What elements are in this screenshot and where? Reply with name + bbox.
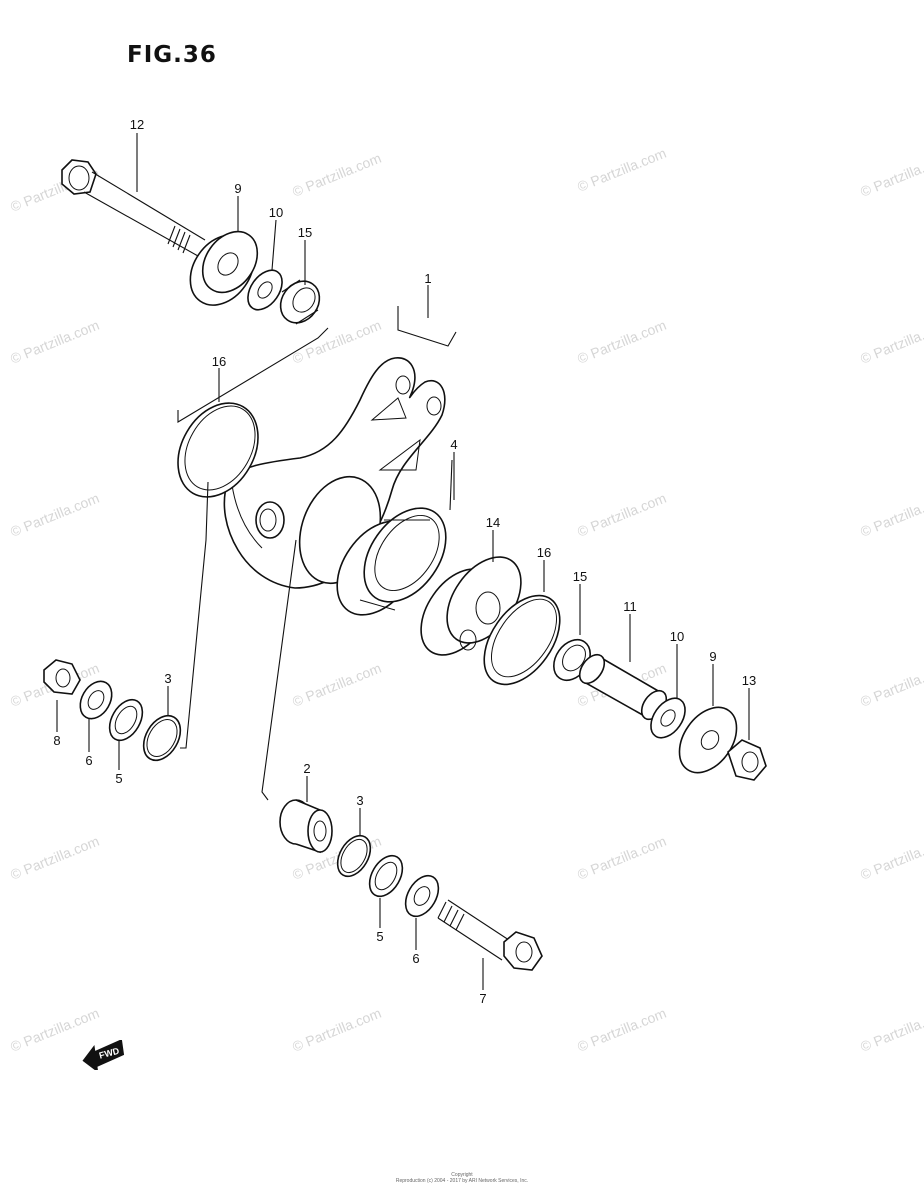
part-label: 14: [486, 515, 500, 530]
part-label: 1: [424, 271, 431, 286]
part-label: 8: [53, 733, 60, 748]
copyright-notice: Copyright Reproduction (c) 2004 - 2017 b…: [0, 1172, 924, 1184]
part-label: 5: [376, 929, 383, 944]
part-label: 6: [85, 753, 92, 768]
part-label: 6: [412, 951, 419, 966]
part-label: 10: [670, 629, 684, 644]
figure-title: FIG.36: [127, 42, 217, 68]
part-label: 4: [450, 437, 457, 452]
part-label: 9: [709, 649, 716, 664]
part-label: 15: [573, 569, 587, 584]
assembly-guide-lines: [177, 306, 457, 801]
washer-part-10: [247, 269, 283, 311]
part-label: 15: [298, 225, 312, 240]
o-ring-part-16: [177, 402, 259, 498]
part-label: 10: [269, 205, 283, 220]
copyright-line: Reproduction (c) 2004 - 2017 by ARI Netw…: [395, 1178, 529, 1184]
part-label: 11: [623, 599, 637, 614]
nut-part-8: [43, 659, 81, 695]
circlip-part-3: [336, 834, 372, 878]
part-label: 7: [479, 991, 486, 1006]
seal-part-5: [108, 698, 144, 742]
bushing-part-2: [279, 799, 333, 854]
bolt-part-7: [437, 899, 543, 971]
seal-part-5: [368, 854, 404, 898]
copyright-line: Copyright: [451, 1172, 473, 1178]
leader-lines: [56, 133, 750, 990]
part-label: 16: [537, 545, 551, 560]
washer-part-6: [79, 680, 113, 720]
spacer-part-14: [420, 556, 522, 656]
washer-part-9: [678, 706, 738, 774]
part-label: 16: [212, 354, 226, 369]
nut-part-13: [727, 739, 767, 781]
part-label: 3: [164, 671, 171, 686]
washer-part-9: [189, 230, 259, 306]
part-label: 13: [742, 673, 756, 688]
part-label: 5: [115, 771, 122, 786]
part-label: 12: [130, 117, 144, 132]
part-label: 9: [234, 181, 241, 196]
o-ring-part-16: [483, 594, 561, 686]
circlip-part-3: [142, 714, 182, 762]
washer-part-10: [650, 697, 686, 739]
bearing-part-15: [279, 279, 321, 325]
washer-part-6: [404, 874, 440, 918]
part-label: 3: [356, 793, 363, 808]
part-label: 2: [303, 761, 310, 776]
bolt-part-12: [61, 159, 206, 257]
bearing-sleeve-part-4: [336, 507, 447, 616]
forward-arrow-icon: FWD: [82, 1039, 128, 1075]
